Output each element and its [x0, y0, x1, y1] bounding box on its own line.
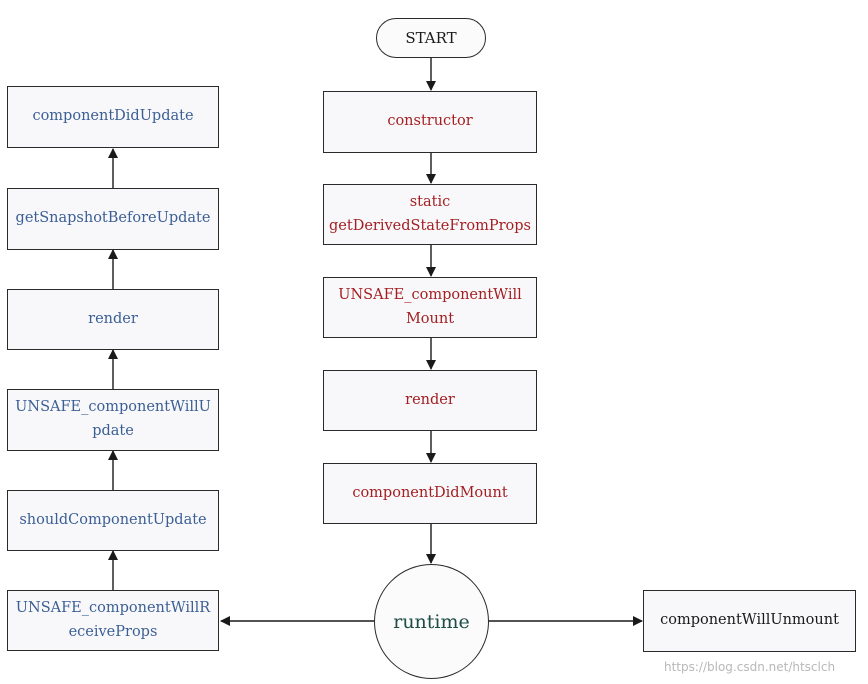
- runtime-label: runtime: [393, 610, 470, 633]
- start-terminal: START: [376, 18, 486, 58]
- node-label-line: getDerivedStateFromProps: [329, 217, 531, 234]
- node-component-did-mount: componentDidMount: [323, 463, 537, 524]
- node-label-line: Mount: [405, 310, 455, 327]
- node-label-line: static: [409, 193, 451, 210]
- runtime-circle: runtime: [374, 564, 489, 679]
- node-unsafe-component-will-mount: UNSAFE_componentWill Mount: [323, 277, 537, 338]
- node-label: constructor: [387, 113, 473, 130]
- node-label: render: [405, 391, 455, 408]
- node-label: shouldComponentUpdate: [19, 511, 207, 528]
- node-should-component-update: shouldComponentUpdate: [7, 490, 219, 551]
- node-label-line: UNSAFE_componentWillU: [15, 399, 211, 416]
- node-label-line: eceiveProps: [68, 623, 158, 640]
- node-component-did-update: componentDidUpdate: [7, 86, 219, 148]
- node-label-line: pdate: [92, 423, 134, 439]
- start-label: START: [405, 29, 457, 47]
- node-get-snapshot-before-update: getSnapshotBeforeUpdate: [7, 188, 219, 250]
- node-component-will-unmount: componentWillUnmount: [643, 590, 856, 652]
- node-label-line: UNSAFE_componentWillR: [15, 599, 211, 616]
- node-unsafe-component-will-update: UNSAFE_componentWillU pdate: [7, 389, 219, 451]
- node-unsafe-component-will-receive-props: UNSAFE_componentWillR eceiveProps: [7, 590, 219, 651]
- node-label: componentDidUpdate: [32, 108, 194, 125]
- node-get-derived-state-from-props: static getDerivedStateFromProps: [323, 184, 537, 245]
- node-render-mount: render: [323, 370, 537, 431]
- node-label: componentDidMount: [352, 484, 508, 501]
- node-label: componentWillUnmount: [660, 612, 839, 629]
- node-label: render: [88, 310, 138, 327]
- node-constructor: constructor: [323, 91, 537, 153]
- watermark: https://blog.csdn.net/htsclch: [664, 660, 836, 674]
- node-label: getSnapshotBeforeUpdate: [15, 210, 211, 227]
- node-render-update: render: [7, 289, 219, 350]
- node-label-line: UNSAFE_componentWill: [338, 286, 522, 303]
